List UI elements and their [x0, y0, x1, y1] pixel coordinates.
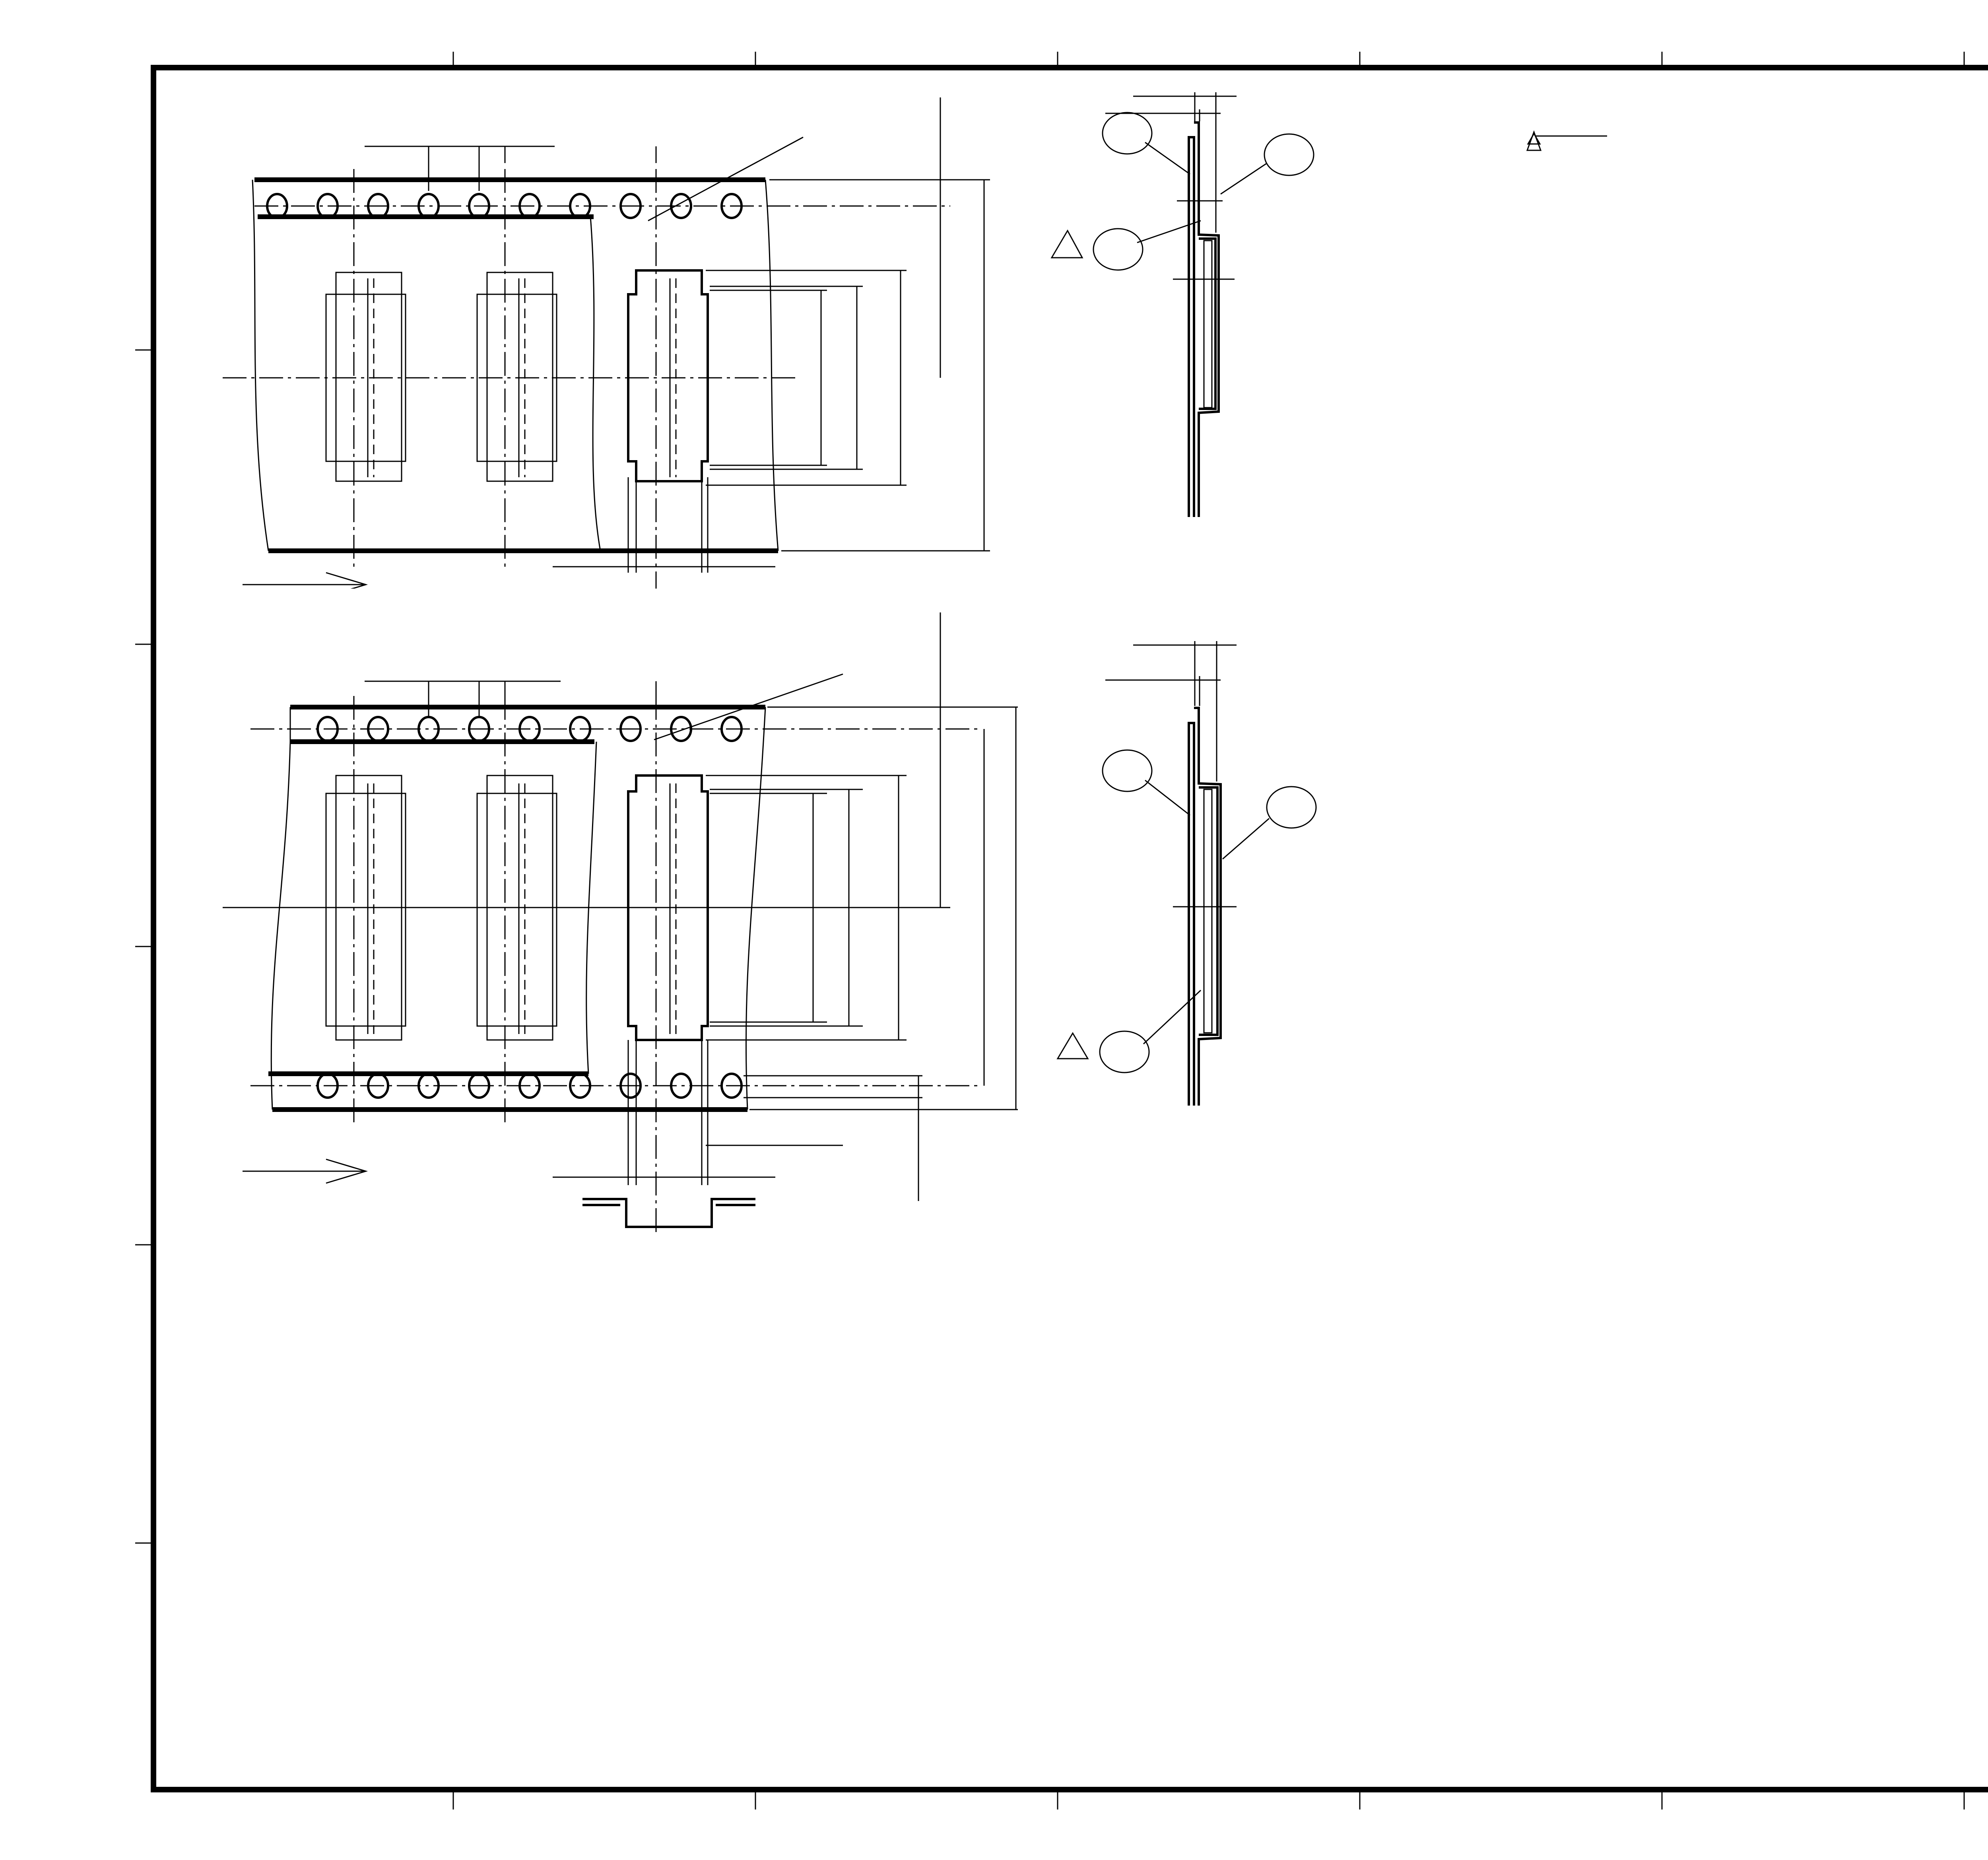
tape-32-drawing	[223, 612, 1018, 1233]
pocket-1	[325, 169, 406, 567]
sheet-frame	[135, 52, 1988, 1809]
pocket-2	[476, 696, 557, 1125]
pocket-1	[325, 696, 406, 1125]
pocket-2	[476, 169, 557, 567]
pocket-3	[627, 169, 709, 589]
tape-24-drawing	[223, 97, 990, 589]
reel-drawing	[1526, 130, 1607, 151]
section-view-32	[1056, 641, 1317, 1106]
section-view-24	[1050, 92, 1314, 517]
pocket-3	[627, 696, 709, 1233]
